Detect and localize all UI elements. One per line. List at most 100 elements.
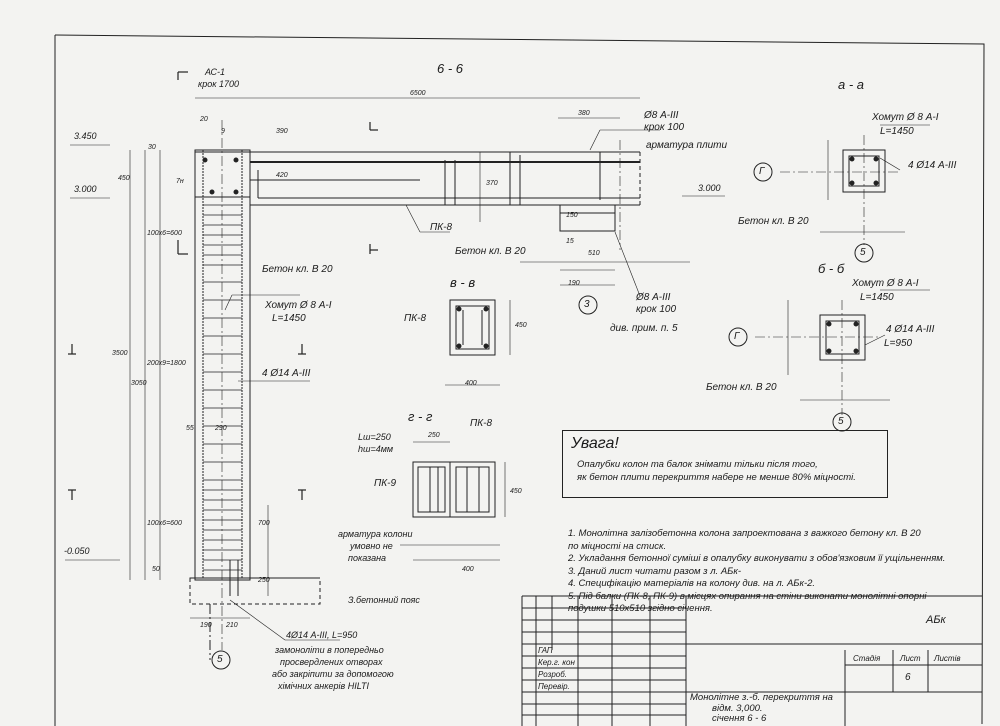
sec-g-col-rebar-1: арматура колони	[338, 529, 413, 539]
sheet-header: Лист	[900, 654, 921, 663]
section-title-v-v: в - в	[450, 275, 476, 290]
general-notes: 1. Монолітна залізобетонна колона запрое…	[568, 528, 945, 616]
sec-b-length: L=1450	[860, 292, 894, 303]
section-title-b-b: б - б	[818, 261, 845, 276]
sec-g-col-rebar-3: показана	[348, 553, 387, 563]
anchor-note-2: просвердлених отворах	[280, 657, 383, 667]
row-gap: ГАП	[538, 646, 553, 655]
beam-step-100: крок 100	[644, 122, 685, 133]
column-elevation	[189, 120, 321, 670]
sec-g-hw: hш=4мм	[358, 444, 394, 454]
sec-g-col-rebar-2: умовно не	[350, 541, 393, 551]
note-4: 4. Специфікацію матеріалів на колону див…	[568, 578, 816, 590]
section-title-g-g: г - г	[408, 409, 433, 424]
note-1-cont: по міцності на стиск.	[568, 540, 667, 552]
dim-7n: 7н	[176, 178, 184, 185]
title-line-3: січення 6 - 6	[712, 713, 767, 724]
section-g-g	[400, 441, 506, 561]
column-bars: 4 Ø14 А-ІІІ	[262, 368, 311, 379]
dim-span: 6500	[410, 90, 426, 97]
sec-a-axis-g: Г	[759, 166, 765, 177]
sec-b-bars: 4 Ø14 А-ІІІ	[886, 324, 935, 335]
column-step: крок 1700	[198, 79, 240, 89]
anchor-note-1: замоноліти в попередньо	[275, 645, 384, 655]
warning-text: Опалубки колон та балок знімати тільки п…	[577, 459, 877, 485]
dim-250-g: 250	[428, 432, 440, 439]
anchor-note-3: або закріпити за допомогою	[272, 669, 394, 679]
level-minus-0050: -0.050	[64, 546, 90, 556]
section-title-6-6: 6 - 6	[437, 61, 464, 76]
dim-100x6-top: 100х6=600	[147, 230, 182, 237]
sec-a-concrete: Бетон кл. В 20	[738, 216, 809, 227]
dim-400-g: 400	[462, 566, 474, 573]
dim-510: 510	[588, 250, 600, 257]
section-v-v	[445, 299, 511, 386]
dim-250: 250	[258, 577, 270, 584]
cut-marks	[68, 71, 378, 500]
dim-190: 190	[200, 622, 212, 629]
node-3: 3	[584, 299, 590, 310]
column-mark: АС-1	[205, 67, 225, 77]
warning-title: Увага!	[571, 435, 619, 452]
note-5: 5. Під балки (ПК-8, ПК-9) в місцях опира…	[568, 590, 927, 602]
level-3000-right: 3.000	[698, 183, 721, 193]
dim-3500: 3500	[112, 350, 128, 357]
dim-200x9: 200х9=1800	[147, 360, 186, 367]
dim-210: 210	[226, 622, 238, 629]
section-b-b	[728, 300, 890, 432]
dim-420: 420	[276, 172, 288, 179]
section-g-pk9: ПК-9	[374, 478, 397, 489]
dim-400-v: 400	[465, 380, 477, 387]
beam-elevation	[250, 140, 690, 315]
sec-b-stirrup: Хомут Ø 8 А-І	[852, 278, 919, 289]
drawing-code: АБк	[926, 614, 946, 626]
column-stirrup: Хомут Ø 8 А-І	[265, 300, 332, 311]
row-chief: Кер.г. кон	[538, 658, 575, 667]
dim-190-beam: 190	[568, 280, 580, 287]
beam-concrete: Бетон кл. В 20	[455, 246, 526, 257]
leader-lines	[224, 124, 930, 641]
section-v-pk8: ПК-8	[404, 313, 427, 324]
beam-bar-8: Ø8 А-ІІІ	[644, 110, 679, 121]
anchor-bars: 4Ø14 А-ІІІ, L=950	[286, 630, 358, 640]
note-1: 1. Монолітна залізобетонна колона запрое…	[568, 528, 921, 539]
sec-b-length-2: L=950	[884, 338, 913, 349]
dimension-lines	[65, 97, 725, 619]
note-3: 3. Даний лист читати разом з л. АБк-	[568, 565, 742, 577]
concrete-belt: З.бетонний пояс	[348, 595, 420, 605]
warning-line-2: як бетон плити перекриття набере не менш…	[577, 471, 856, 483]
anchor-note-4: хімічних анкерів HILTI	[278, 681, 370, 691]
section-a-a	[753, 135, 905, 263]
dim-55: 55	[186, 425, 194, 432]
section-g-pk8: ПК-8	[470, 418, 493, 429]
title-line-1: Монолітне з.-б. перекриття на	[690, 692, 833, 703]
dim-20: 20	[200, 116, 208, 123]
beam-bar-8-bottom: Ø8 А-ІІІ	[636, 292, 671, 303]
level-3000: 3.000	[74, 184, 97, 194]
row-developed: Розроб.	[538, 670, 567, 679]
sec-a-axis-5: 5	[860, 247, 866, 258]
beam-mark-pk8: ПК-8	[430, 222, 453, 233]
warning-line-1: Опалубки колон та балок знімати тільки п…	[577, 459, 818, 470]
warning-box: Увага! Опалубки колон та балок знімати т…	[562, 430, 888, 498]
dim-150: 150	[566, 212, 578, 219]
stage-header: Стадія	[853, 654, 881, 663]
axis-5-bottom: 5	[217, 654, 223, 665]
dim-3050: 3050	[131, 380, 147, 387]
dim-390: 390	[276, 128, 288, 135]
dim-700: 700	[258, 520, 270, 527]
row-checked: Перевір.	[538, 682, 570, 691]
title-line-2: відм. 3,000.	[712, 703, 763, 714]
sec-a-stirrup: Хомут Ø 8 А-І	[872, 112, 939, 123]
sec-g-lw: Lш=250	[358, 432, 391, 442]
dim-450-g: 450	[510, 488, 522, 495]
column-concrete: Бетон кл. В 20	[262, 264, 333, 275]
sec-a-bars: 4 Ø14 А-ІІІ	[908, 160, 957, 171]
sec-b-concrete: Бетон кл. В 20	[706, 382, 777, 393]
sec-b-axis-5: 5	[838, 416, 844, 427]
dim-450-v: 450	[515, 322, 527, 329]
sheets-header: Листів	[934, 654, 961, 663]
dim-370: 370	[486, 180, 498, 187]
level-3450: 3.450	[74, 131, 97, 141]
